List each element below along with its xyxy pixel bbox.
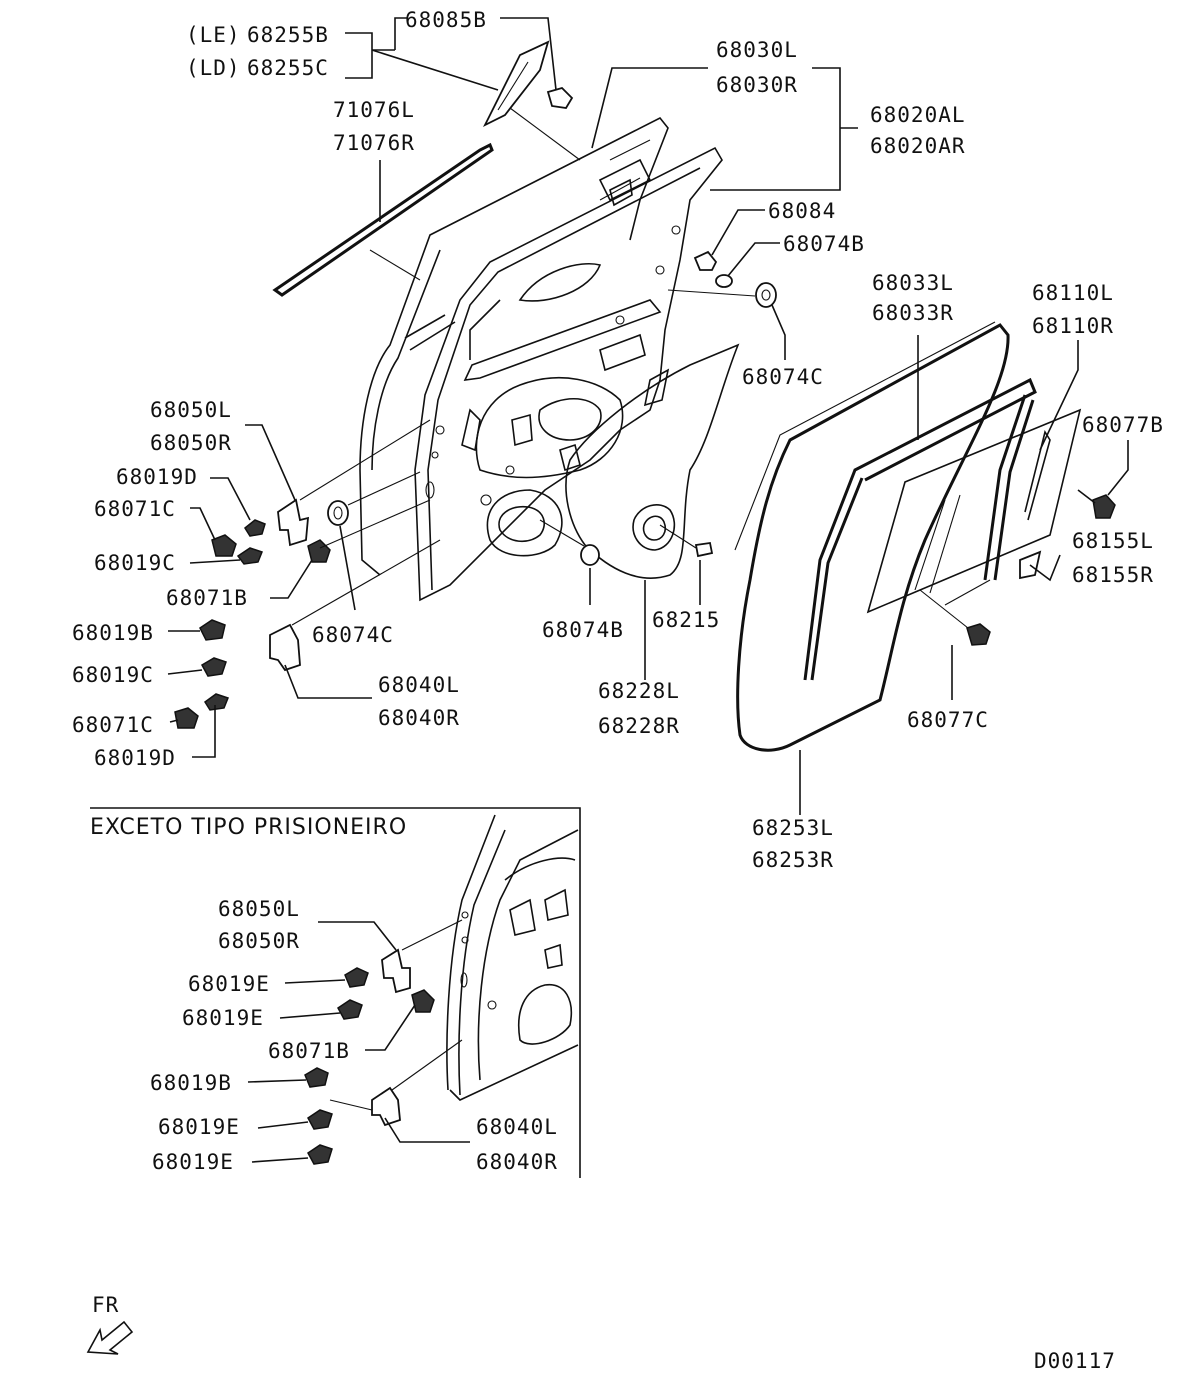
inset-bolt-68019E-d: [307, 1144, 333, 1165]
bolt-68019C-top: [236, 547, 263, 565]
label-68030L: 68030L: [716, 38, 798, 62]
door-outer-panel: [359, 116, 669, 576]
inset-label-68040R: 68040R: [476, 1150, 558, 1174]
inset-nut-68071B: [411, 989, 435, 1013]
run-channel: [803, 377, 1037, 681]
leader-lines: [167, 17, 1129, 815]
bolt-68019D-top: [244, 519, 266, 537]
label-68033L: 68033L: [872, 271, 954, 295]
label-68019C-low: 68019C: [72, 663, 154, 687]
label-68155R: 68155R: [1072, 563, 1154, 587]
label-68255C: 68255C: [247, 56, 329, 80]
inset-title: EXCETO TIPO PRISIONEIRO: [90, 815, 407, 840]
clip-68215: [694, 541, 714, 558]
label-68253R: 68253R: [752, 848, 834, 872]
upper-hinge-assembly: [211, 498, 331, 565]
inset-exceto-tipo-prisioneiro: EXCETO TIPO PRISIONEIRO: [90, 807, 581, 1178]
label-68255B: 68255B: [247, 23, 329, 47]
inset-hinge-68040: [371, 1086, 401, 1127]
direction-label: FR: [92, 1293, 119, 1317]
inset-hinge-68050: [381, 948, 411, 994]
door-sheet: [565, 343, 740, 579]
lower-hinge-assembly: [174, 619, 301, 729]
label-68074C-left: 68074C: [312, 623, 394, 647]
bolt-68077B: [1092, 494, 1116, 519]
door-inner-panel: [414, 146, 723, 602]
door-weatherstrip: [734, 321, 1010, 752]
label-68074B-top: 68074B: [783, 232, 865, 256]
bolt-68077C: [966, 623, 991, 646]
label-68228L: 68228L: [598, 679, 680, 703]
inset-label-68019E-c: 68019E: [158, 1115, 240, 1139]
grommet-68074C-left: [327, 500, 349, 526]
fasteners: [327, 86, 1116, 646]
label-68019C-top: 68019C: [94, 551, 176, 575]
inset-label-68019E-d: 68019E: [152, 1150, 234, 1174]
hinge-68040: [269, 623, 301, 672]
label-68071C-low: 68071C: [72, 713, 154, 737]
front-direction-indicator: FR: [86, 1293, 134, 1355]
nut-68071B: [307, 539, 331, 563]
label-68155L: 68155L: [1072, 529, 1154, 553]
inset-bolt-68019E-a: [344, 967, 369, 988]
label-68077C: 68077C: [907, 708, 989, 732]
inset-bolt-68019E-c: [307, 1109, 333, 1130]
label-68215: 68215: [652, 608, 720, 632]
inset-bolt-68019B: [304, 1067, 329, 1088]
nut-68071C-low: [174, 707, 199, 729]
inset-bolt-68019E-b: [337, 999, 363, 1020]
label-71076L: 71076L: [333, 98, 415, 122]
label-68040L: 68040L: [378, 673, 460, 697]
door-garnish: [482, 40, 550, 128]
inset-label-68050R: 68050R: [218, 929, 300, 953]
label-68050L: 68050L: [150, 398, 232, 422]
label-68030R: 68030R: [716, 73, 798, 97]
bolt-68019C-low: [200, 657, 227, 677]
label-68253L: 68253L: [752, 816, 834, 840]
label-68110R: 68110R: [1032, 314, 1114, 338]
diagram-code: D00117: [1034, 1349, 1116, 1373]
label-68077B: 68077B: [1082, 413, 1164, 437]
label-ld: (LD): [186, 56, 241, 80]
part-labels: (LE) 68255B (LD) 68255C 68085B 71076L 71…: [72, 8, 1164, 872]
label-68074C-right: 68074C: [742, 365, 824, 389]
label-68085B: 68085B: [405, 8, 487, 32]
inset-label-68019E-b: 68019E: [182, 1006, 264, 1030]
label-68084: 68084: [768, 199, 836, 223]
inset-label-68019B: 68019B: [150, 1071, 232, 1095]
inset-label-68019E-a: 68019E: [188, 972, 270, 996]
inset-label-68040L: 68040L: [476, 1115, 558, 1139]
label-68071C-top: 68071C: [94, 497, 176, 521]
clip-68085B: [546, 86, 574, 109]
nut-68071C-top: [211, 534, 237, 557]
label-68110L: 68110L: [1032, 281, 1114, 305]
label-68019D-low: 68019D: [94, 746, 176, 770]
label-68228R: 68228R: [598, 714, 680, 738]
label-68050R: 68050R: [150, 431, 232, 455]
label-le: (LE): [186, 23, 241, 47]
label-68020AR: 68020AR: [870, 134, 966, 158]
label-68019B: 68019B: [72, 621, 154, 645]
inset-door-panel: [446, 814, 579, 1101]
plug-68074B-mid: [580, 544, 600, 566]
belt-moulding: [272, 142, 494, 297]
inset-label-68050L: 68050L: [218, 897, 300, 921]
label-71076R: 71076R: [333, 131, 415, 155]
label-68071B: 68071B: [166, 586, 248, 610]
window-glass: [866, 408, 1082, 614]
bolt-68019D-low: [203, 693, 229, 711]
label-68020AL: 68020AL: [870, 103, 966, 127]
label-68033R: 68033R: [872, 301, 954, 325]
plug-68074B-top: [715, 274, 733, 288]
inset-label-68071B: 68071B: [268, 1039, 350, 1063]
hinge-68050: [277, 498, 310, 547]
label-68040R: 68040R: [378, 706, 460, 730]
label-68074B-mid: 68074B: [542, 618, 624, 642]
screw-68084: [693, 250, 718, 271]
grommet-68074C-right: [755, 282, 777, 308]
front-arrow-icon: [86, 1320, 134, 1355]
label-68019D-top: 68019D: [116, 465, 198, 489]
bolt-68019B: [199, 619, 226, 641]
